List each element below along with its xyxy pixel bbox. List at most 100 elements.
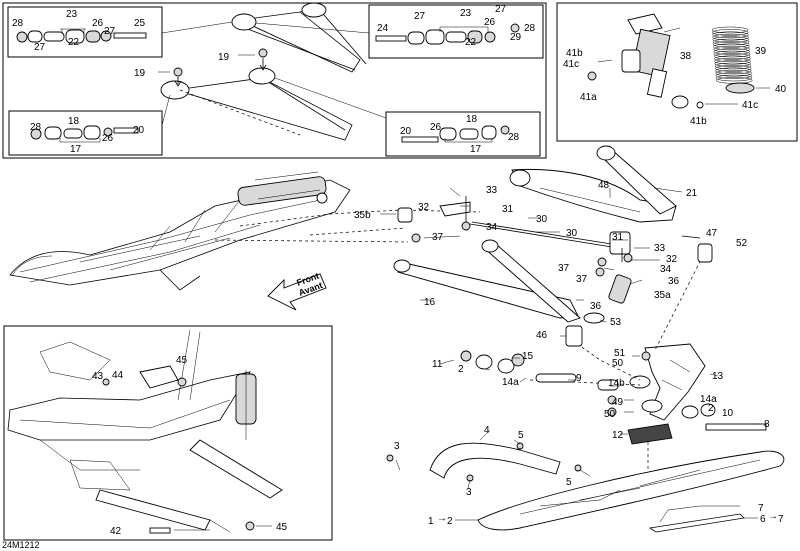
callout-26c: 26 [102,133,114,144]
lower-detail-box [3,325,333,541]
callout-23: 23 [66,9,78,20]
callout-46: 46 [536,330,548,341]
callout-41b-2: 41b [690,116,707,127]
callout-45: 45 [176,355,188,366]
callout-35a: 35a [654,290,671,301]
callout-22: 22 [68,37,80,48]
spring-coil [714,62,752,70]
callout-17b: 17 [470,144,482,155]
callout-13: 13 [712,371,724,382]
callout-7b: 7 [778,514,784,525]
callout-33b: 33 [654,243,666,254]
callout-37c: 37 [576,274,588,285]
spring-coil [712,31,749,39]
callout-31: 31 [502,204,514,215]
callout-1: 1 [428,516,434,527]
callout-26: 26 [92,18,104,29]
callout-14b: 14b [608,378,625,389]
callout-28b: 28 [524,23,536,34]
callout-15: 15 [522,351,534,362]
callout-28d: 28 [508,132,520,143]
callout-41a: 41a [580,92,597,103]
callout-3b: 3 [466,487,472,498]
callout-18b: 18 [466,114,478,125]
callout-37b: 37 [558,263,570,274]
callout-42: 42 [110,526,122,537]
ski-2 [477,450,785,531]
spring-coil [713,53,751,60]
callout-44: 44 [112,370,124,381]
drawing-code: 24M1212 [2,540,40,550]
callout-36b: 36 [590,301,602,312]
spring-coil [714,65,752,72]
spring-39 [711,26,753,84]
callout-16: 16 [424,297,436,308]
bushing-set-bottom-right [401,125,510,143]
callout-23b: 23 [460,8,472,19]
callout-38: 38 [680,51,692,62]
spring-coil [715,74,753,82]
callout-37: 37 [432,232,444,243]
callout-45b: 45 [276,522,288,533]
shock-absorber-38 [597,13,689,109]
callout-9: 9 [576,373,582,384]
callout-32b: 32 [666,254,678,265]
spring-coil [711,26,749,34]
leader-lines [380,187,760,507]
callout-24: 24 [377,23,389,34]
arrow-1-2: → [437,513,447,524]
callout-36: 36 [668,276,680,287]
callout-27b: 27 [104,26,116,37]
spring-coil [712,33,749,41]
ski-assembly [386,442,785,533]
spring-coil [713,48,751,55]
callout-34: 34 [486,222,498,233]
spring-seat-40 [725,82,755,94]
spring-coil [713,43,750,51]
callout-22b: 22 [465,37,477,48]
spring-coil [712,38,750,46]
callout-47: 47 [706,228,718,239]
callout-12: 12 [612,430,624,441]
arrow-6-7: → [768,511,778,522]
callout-6: 6 [760,514,766,525]
callout-32: 32 [418,202,430,213]
callout-20: 20 [133,125,145,136]
spring-coil [715,67,752,75]
callout-52: 52 [736,238,748,249]
callout-21: 21 [686,188,698,199]
callout-5b: 5 [566,477,572,488]
callout-27c: 27 [414,11,426,22]
callout-39: 39 [755,46,767,57]
upper-arm-detail-box [2,2,547,159]
callout-26b: 26 [484,17,496,28]
callout-30b: 30 [566,228,578,239]
callout-11: 11 [432,359,443,370]
spring-coil [714,55,751,63]
callout-19b: 19 [134,68,146,79]
runner-7 [648,513,745,533]
callout-14a: 14a [502,377,519,388]
callout-48: 48 [598,180,610,191]
callout-25: 25 [134,18,146,29]
tie-rod-30 [469,223,619,249]
lower-a-arm-sketch [160,67,353,141]
upper-a-arm-sketch [231,2,367,73]
callout-7: 7 [758,503,764,514]
callout-27: 27 [34,42,46,53]
callout-26d: 26 [430,122,442,133]
callout-18: 18 [68,116,80,127]
shock-detail-box [556,2,798,142]
callout-50: 50 [612,358,624,369]
callout-28c: 28 [30,122,42,133]
callout-2c: 2 [447,516,453,527]
callout-2: 2 [458,364,464,375]
spring-coil [713,45,750,53]
callout-31b: 31 [612,232,624,243]
lower-a-arm-16 [393,239,581,323]
spring-coil [715,69,752,77]
callout-19: 19 [218,52,230,63]
spring-coil [712,36,750,43]
callout-35b: 35b [354,210,371,221]
ski-wear-bar-12 [627,423,673,445]
